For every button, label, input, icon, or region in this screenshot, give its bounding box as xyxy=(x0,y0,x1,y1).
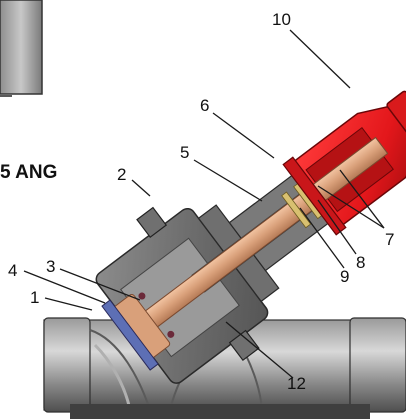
callout-10: 10 xyxy=(272,10,291,29)
callout-2: 2 xyxy=(117,165,126,184)
callout-1: 1 xyxy=(30,288,39,307)
callout-3: 3 xyxy=(46,257,55,276)
callout-12: 12 xyxy=(287,374,306,393)
callout-7: 7 xyxy=(385,230,394,249)
o-ring xyxy=(138,292,146,300)
callout-5: 5 xyxy=(180,143,189,162)
seal-ring xyxy=(101,299,159,371)
bonnet-assembly xyxy=(95,90,406,384)
bolt xyxy=(136,206,168,239)
o-ring xyxy=(167,330,175,338)
callout-8: 8 xyxy=(356,253,365,272)
leader-lines xyxy=(23,29,385,379)
callout-9: 9 xyxy=(340,267,349,286)
callout-6: 6 xyxy=(200,96,209,115)
bolt xyxy=(228,329,260,362)
callout-4: 4 xyxy=(8,261,17,280)
adjacent-figure-fragment xyxy=(0,0,43,97)
partial-caption: 5 ANG xyxy=(0,162,57,183)
